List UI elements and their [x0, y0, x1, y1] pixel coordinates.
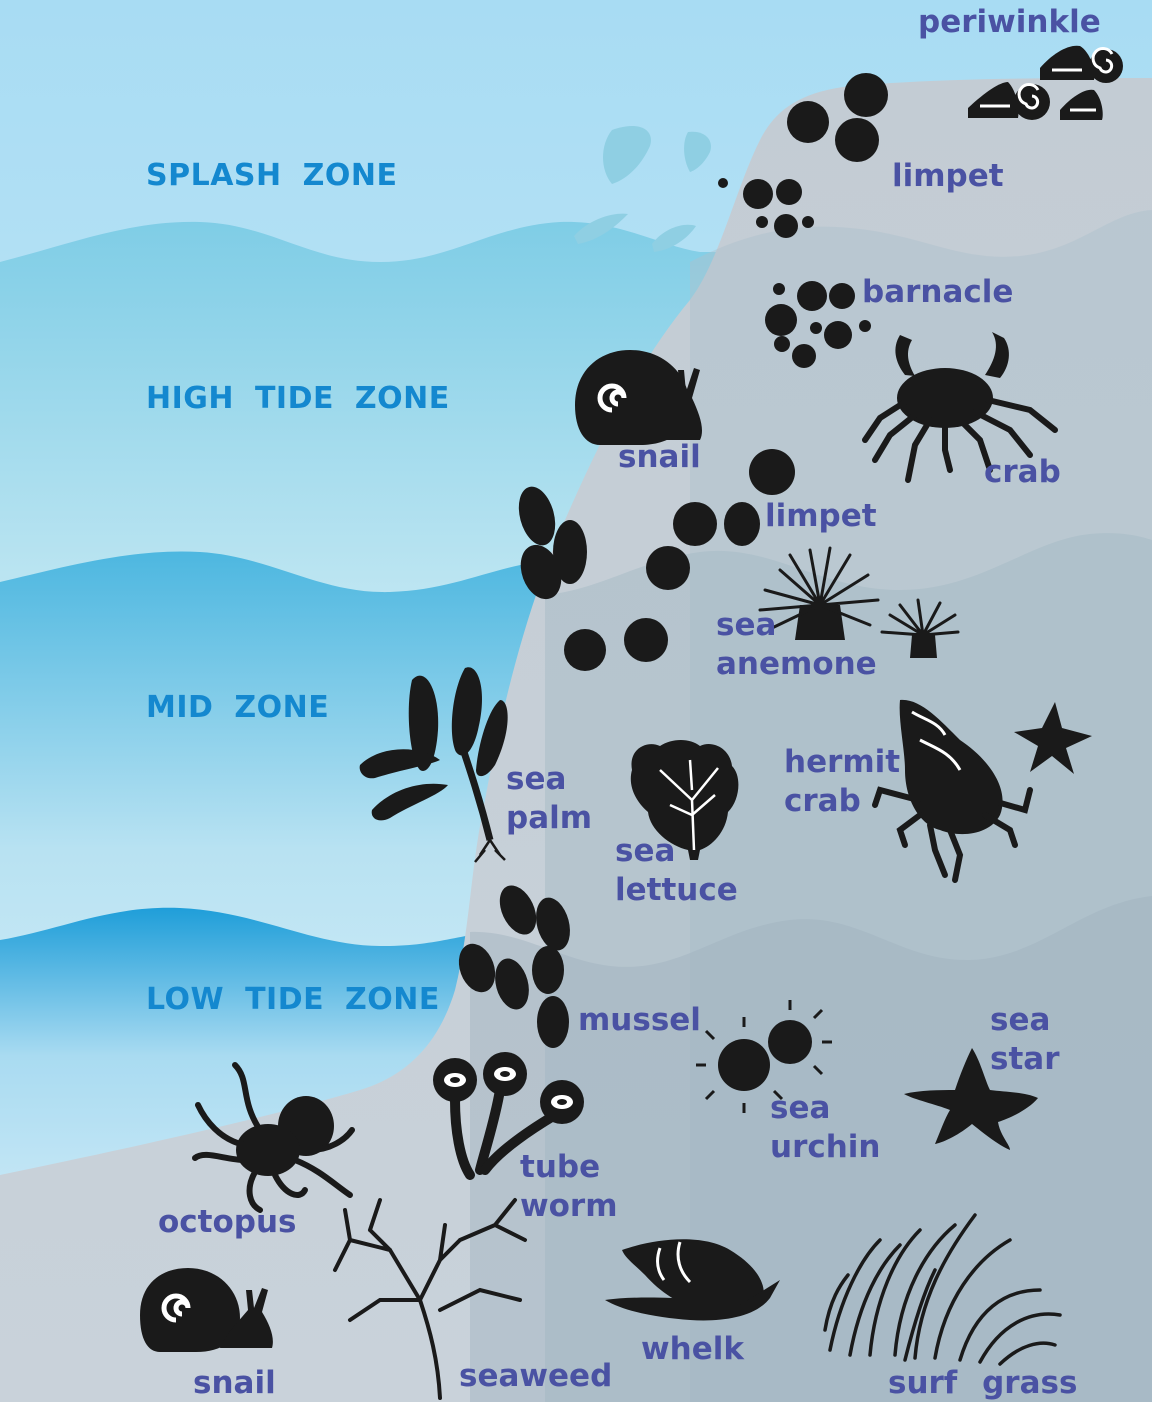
label-sea-star-line2: star [990, 1040, 1059, 1079]
label-sea-anemone: sea anemone [716, 606, 877, 684]
label-sea-urchin-line1: sea [770, 1089, 881, 1128]
label-hermit-crab: hermit crab [784, 743, 900, 821]
label-sea-palm: sea palm [506, 760, 592, 838]
label-seaweed: seaweed [459, 1357, 612, 1396]
label-tube-worm: tube worm [520, 1148, 618, 1226]
zone-label-splash: SPLASH ZONE [146, 158, 397, 193]
label-crab: crab [984, 453, 1061, 492]
label-limpet-lower: limpet [765, 497, 877, 536]
label-whelk: whelk [641, 1330, 744, 1369]
zone-label-low-tide: LOW TIDE ZONE [146, 982, 440, 1017]
label-sea-star: sea star [990, 1001, 1059, 1079]
label-sea-urchin: sea urchin [770, 1089, 881, 1167]
label-hermit-crab-line2: crab [784, 782, 900, 821]
zone-label-mid: MID ZONE [146, 690, 329, 725]
label-sea-anemone-line2: anemone [716, 645, 877, 684]
label-hermit-crab-line1: hermit [784, 743, 900, 782]
label-sea-palm-line2: palm [506, 799, 592, 838]
label-sea-palm-line1: sea [506, 760, 592, 799]
zone-label-high-tide: HIGH TIDE ZONE [146, 381, 450, 416]
label-barnacle: barnacle [862, 273, 1013, 312]
label-surf-grass: surf grass [888, 1364, 1077, 1402]
label-sea-lettuce-line1: sea [615, 832, 738, 871]
label-tube-worm-line2: worm [520, 1187, 618, 1226]
label-limpet-upper: limpet [892, 157, 1004, 196]
label-sea-urchin-line2: urchin [770, 1128, 881, 1167]
label-sea-anemone-line1: sea [716, 606, 877, 645]
label-snail-low: snail [193, 1364, 276, 1402]
label-snail-high: snail [618, 438, 701, 477]
label-periwinkle: periwinkle [918, 3, 1101, 42]
label-octopus: octopus [158, 1203, 297, 1242]
label-mussel: mussel [578, 1001, 701, 1040]
label-sea-lettuce: sea lettuce [615, 832, 738, 910]
label-sea-star-line1: sea [990, 1001, 1059, 1040]
label-tube-worm-line1: tube [520, 1148, 618, 1187]
label-sea-lettuce-line2: lettuce [615, 871, 738, 910]
